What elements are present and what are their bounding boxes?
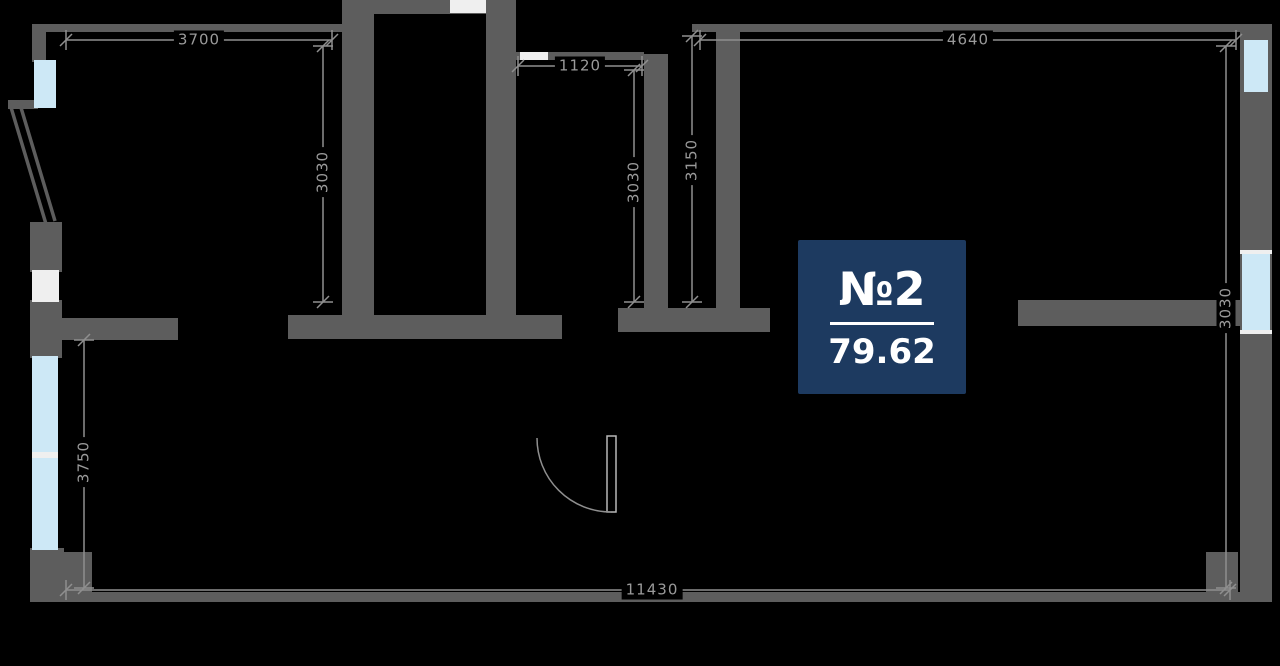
unit-area: 79.62 bbox=[828, 331, 936, 372]
chamfer-wall-lines bbox=[8, 100, 57, 225]
wall-corner-top-left bbox=[32, 24, 46, 62]
wall-chamfer-top bbox=[8, 100, 38, 109]
opening-corridor-top bbox=[520, 52, 548, 60]
opening-shaft-top bbox=[450, 0, 486, 13]
wall-horizontal-mid-right bbox=[618, 308, 770, 332]
unit-badge-divider bbox=[830, 321, 934, 325]
dimension-room1-height: 3030 bbox=[313, 146, 333, 198]
dimension-corridor-height: 3030 bbox=[624, 156, 644, 208]
dimension-top-middle: 1120 bbox=[554, 56, 606, 76]
unit-number: №2 bbox=[838, 261, 926, 316]
wall-horizontal-center bbox=[288, 315, 562, 339]
dimension-top-right: 4640 bbox=[942, 30, 994, 50]
entry-door-icon bbox=[536, 435, 617, 513]
window-right-top bbox=[1244, 40, 1268, 92]
window-left-a bbox=[32, 356, 58, 452]
wall-top-left bbox=[32, 24, 342, 32]
window-left-divider bbox=[32, 452, 58, 458]
dimension-right-height: 3030 bbox=[1216, 282, 1236, 334]
wall-horizontal-right bbox=[1018, 300, 1240, 326]
window-right-mid-frame-top bbox=[1240, 250, 1272, 254]
wall-shaft-right bbox=[486, 0, 516, 316]
dimension-bottom-width: 11430 bbox=[621, 580, 683, 600]
dimension-room3-height: 3150 bbox=[682, 134, 702, 186]
dimension-top-left: 3700 bbox=[173, 30, 225, 50]
window-right-mid bbox=[1242, 254, 1270, 330]
wall-corridor-top bbox=[516, 52, 644, 60]
wall-left-mid bbox=[30, 300, 62, 358]
wall-shaft-left bbox=[342, 0, 374, 316]
window-right-mid-frame-bottom bbox=[1240, 330, 1272, 334]
wall-interior-vertical-1 bbox=[644, 54, 668, 312]
window-left-b bbox=[32, 458, 58, 550]
dimension-lines bbox=[59, 29, 1243, 600]
wall-top-right bbox=[692, 24, 1272, 32]
unit-badge[interactable]: №2 79.62 bbox=[798, 240, 966, 394]
dimension-left-height: 3750 bbox=[74, 436, 94, 488]
window-left-top bbox=[34, 60, 56, 108]
opening-left-wall bbox=[32, 270, 59, 302]
wall-left-upper bbox=[30, 222, 62, 272]
wall-interior-vertical-2 bbox=[716, 26, 740, 312]
